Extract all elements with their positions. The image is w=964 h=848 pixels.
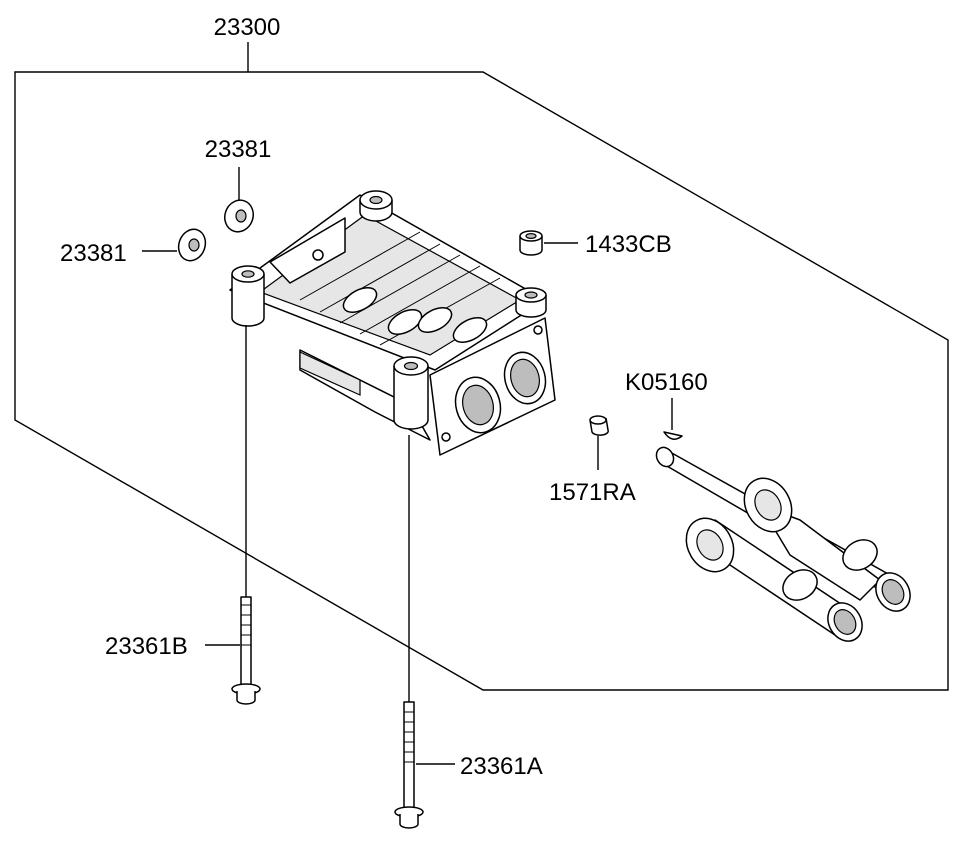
washer-upper xyxy=(224,199,254,233)
label-1571RA: 1571RA xyxy=(549,479,636,506)
label-23300: 23300 xyxy=(214,14,281,41)
pin xyxy=(589,415,609,436)
woodruff-key xyxy=(663,431,683,440)
balance-shaft-housing xyxy=(229,190,556,456)
dowel-sleeve xyxy=(519,230,543,256)
label-23361B: 23361B xyxy=(105,633,188,660)
balance-shafts xyxy=(655,446,911,642)
label-23361A: 23361A xyxy=(460,753,543,780)
label-23381-upper: 23381 xyxy=(205,136,272,163)
bolt-b xyxy=(231,596,261,705)
washer-lower xyxy=(177,228,207,262)
bolt-a xyxy=(394,701,424,829)
label-23381-lower: 23381 xyxy=(60,240,127,267)
assembly-boundary xyxy=(14,71,949,691)
label-K05160: K05160 xyxy=(625,369,708,396)
label-1433CB: 1433CB xyxy=(585,231,672,258)
